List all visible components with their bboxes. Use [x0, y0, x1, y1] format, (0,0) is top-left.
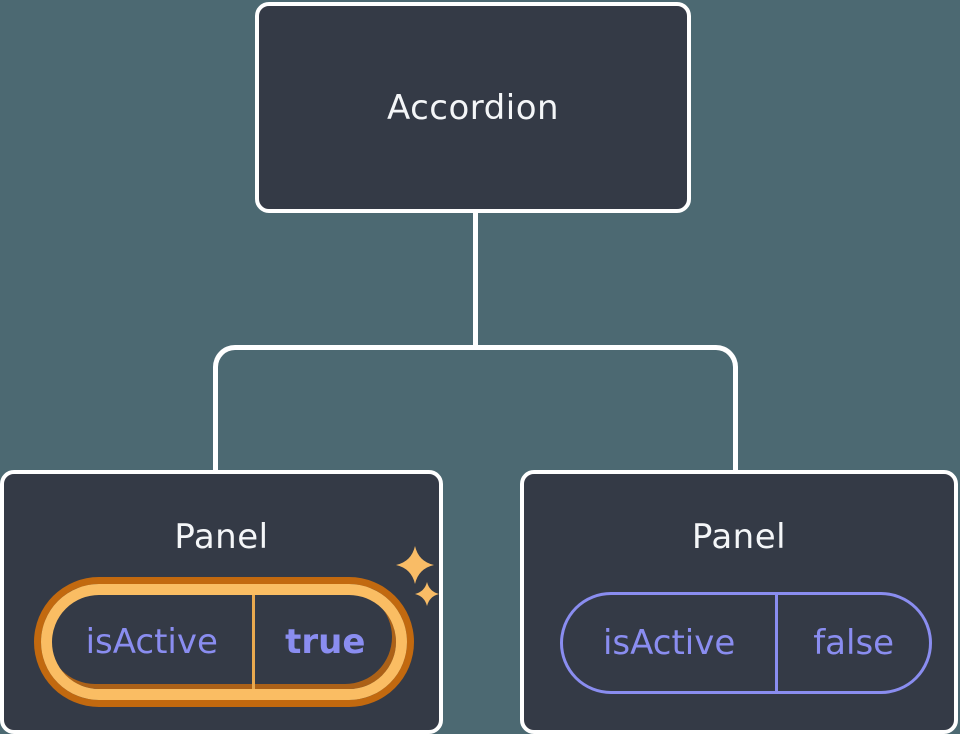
- component-node-panel-inactive: Panel isActive false: [520, 470, 958, 734]
- component-label: Accordion: [386, 87, 560, 128]
- component-node-accordion: Accordion: [255, 2, 691, 213]
- state-value: true: [251, 595, 396, 689]
- state-value: false: [775, 595, 929, 691]
- component-node-panel-active: Panel isActive true: [0, 470, 443, 734]
- component-label: Panel: [174, 517, 269, 557]
- state-key: isActive: [85, 622, 218, 662]
- tree-connector-bracket: [213, 345, 738, 470]
- component-label: Panel: [691, 517, 787, 557]
- state-pill-active: isActive true: [41, 584, 407, 700]
- state-pill-inactive: isActive false: [560, 592, 932, 694]
- tree-connector-stem: [473, 213, 478, 349]
- sparkles-icon: [396, 546, 439, 606]
- state-key: isActive: [602, 623, 736, 663]
